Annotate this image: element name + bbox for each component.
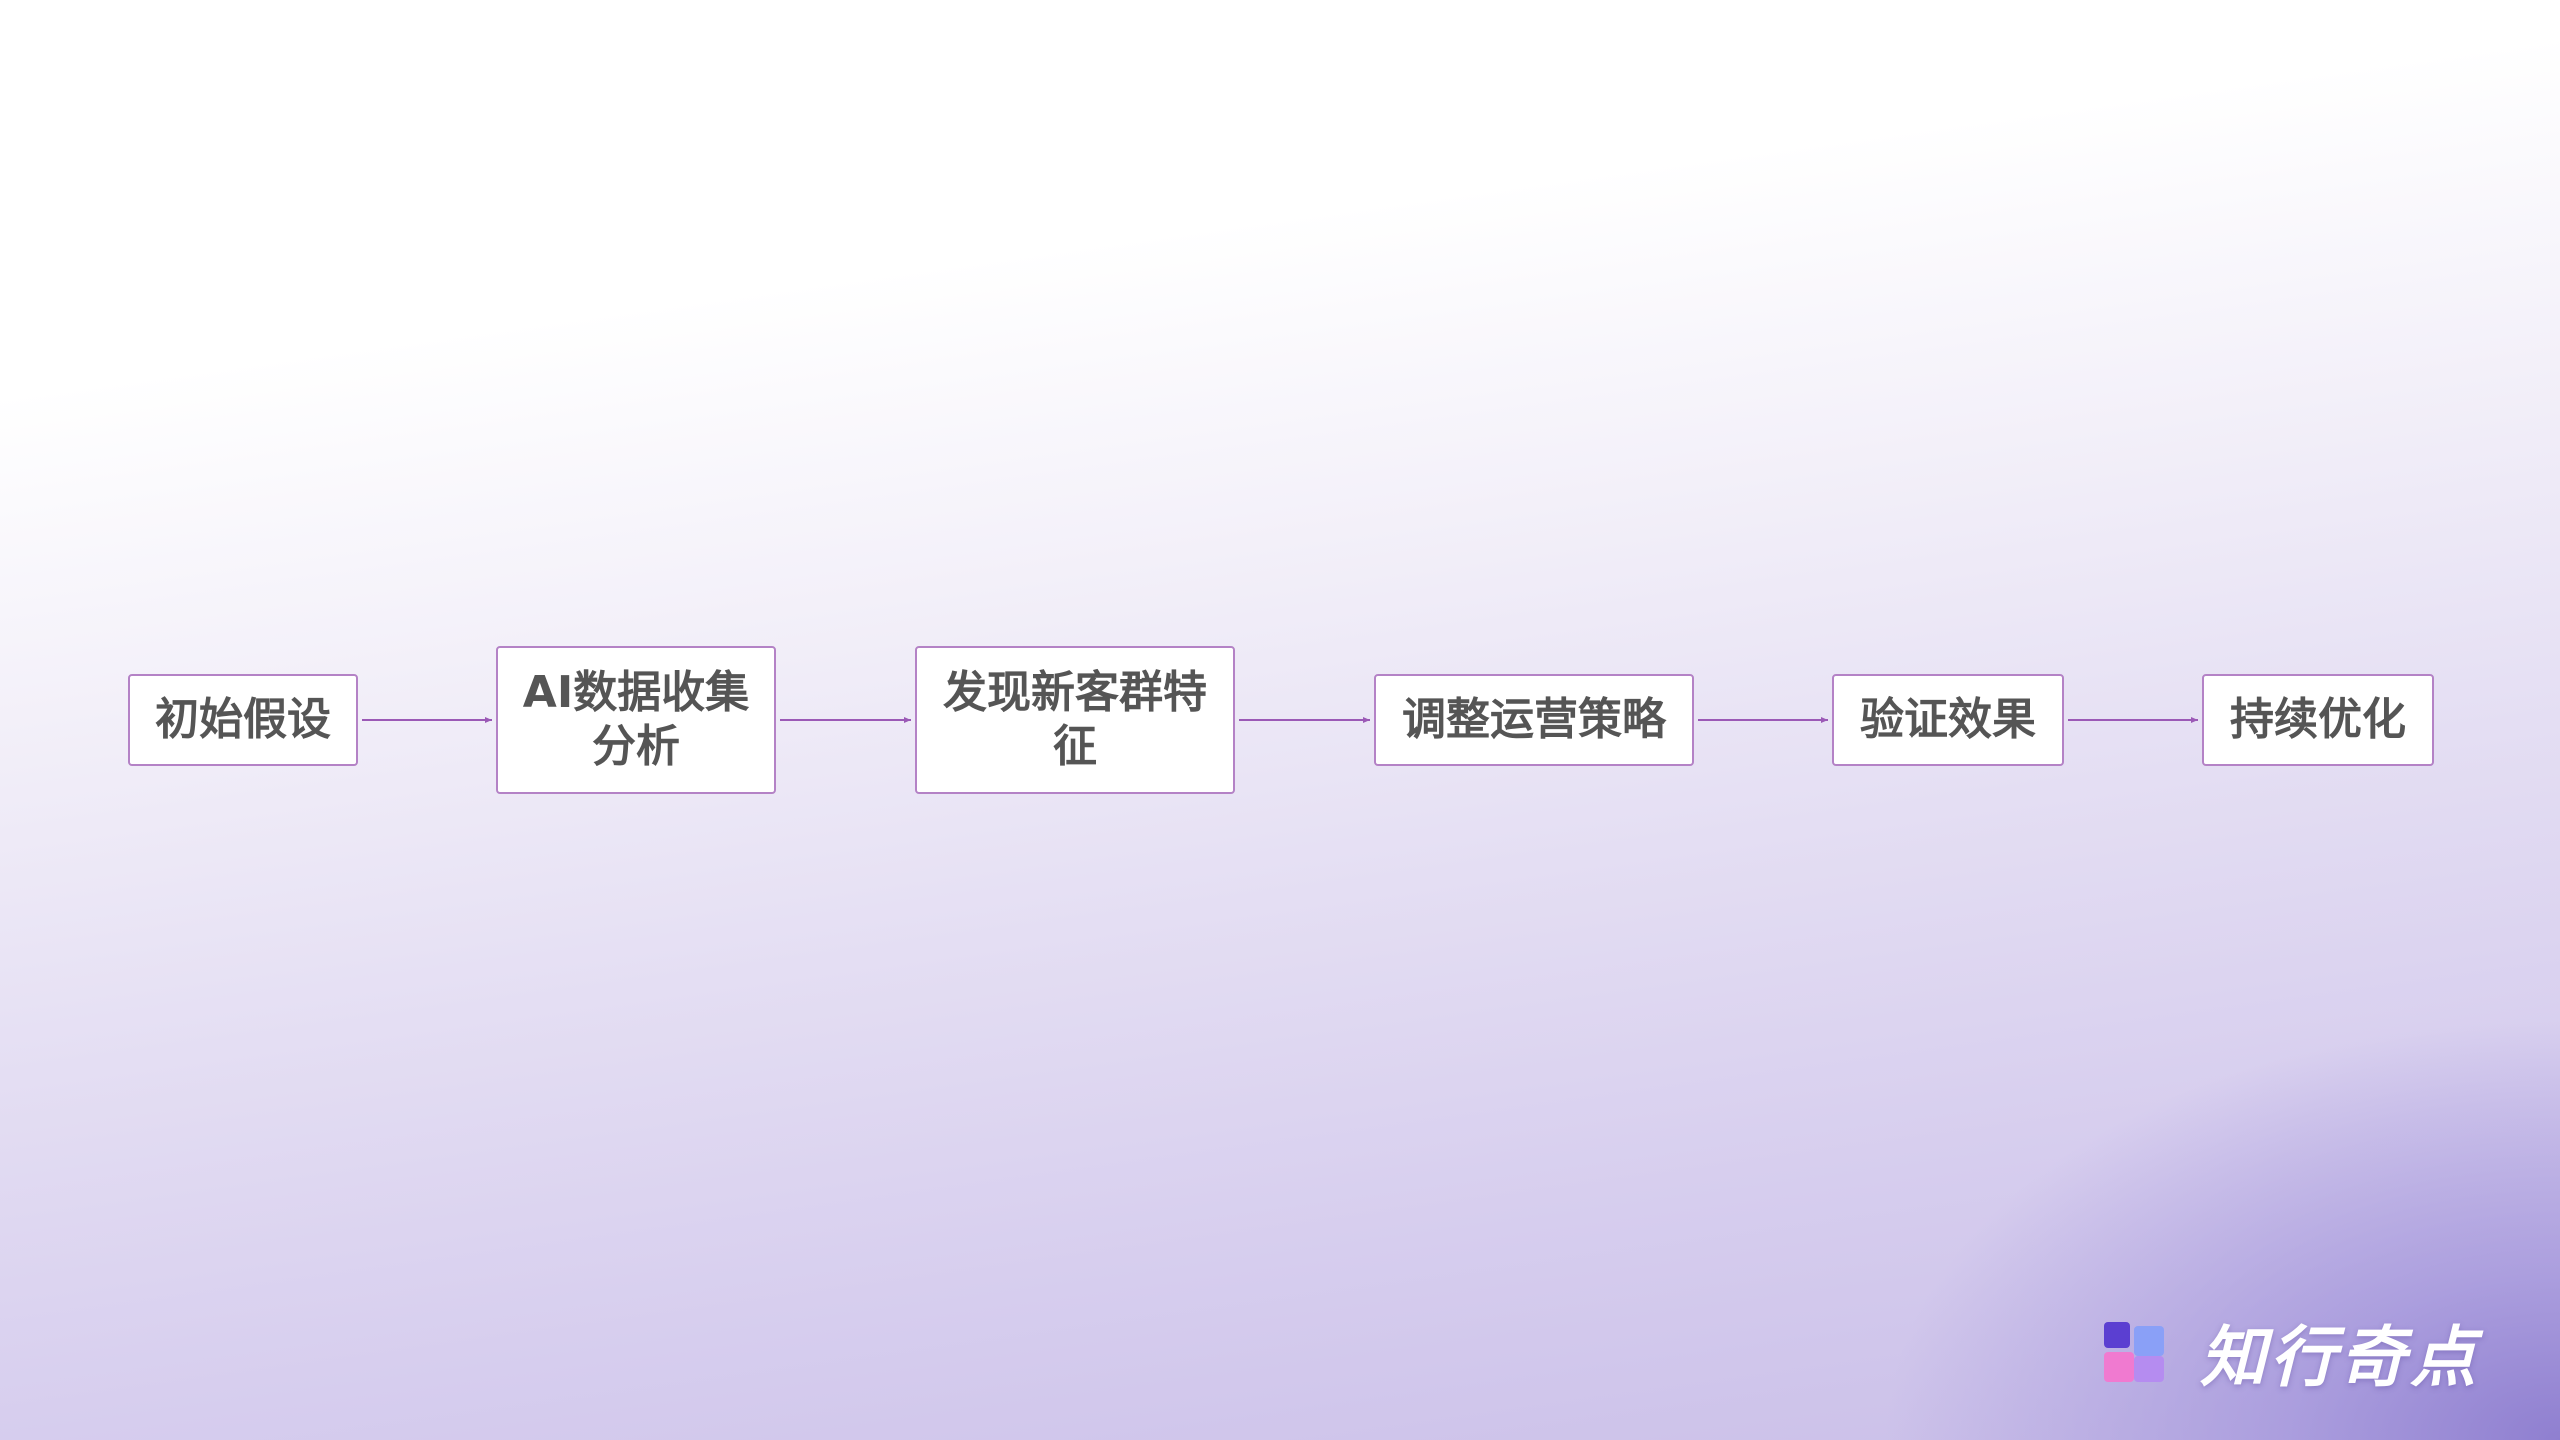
flow-step-label: 初始假设 [155,694,331,745]
flow-step-label: 持续优化 [2230,694,2406,745]
flow-step-verify-results: 验证效果 [1832,674,2064,766]
flow-step-label: 验证效果 [1860,694,2036,745]
puzzle-squares-icon [2100,1316,2172,1388]
flow-step-label: 调整运营策略 [1402,694,1666,745]
brand-logo: 知行奇点 [2100,1312,2480,1396]
flow-step-label: 发现新客群特征 [943,667,1207,772]
flow-step-adjust-strategy: 调整运营策略 [1374,674,1694,766]
flow-step-label: AI数据收集分析 [522,667,750,772]
brand-name: 知行奇点 [2200,1319,2480,1396]
flow-step-discover-customers: 发现新客群特征 [915,646,1235,794]
flow-step-continuous-optimization: 持续优化 [2202,674,2434,766]
flow-step-initial-hypothesis: 初始假设 [128,674,358,766]
flow-step-ai-data-analysis: AI数据收集分析 [496,646,776,794]
